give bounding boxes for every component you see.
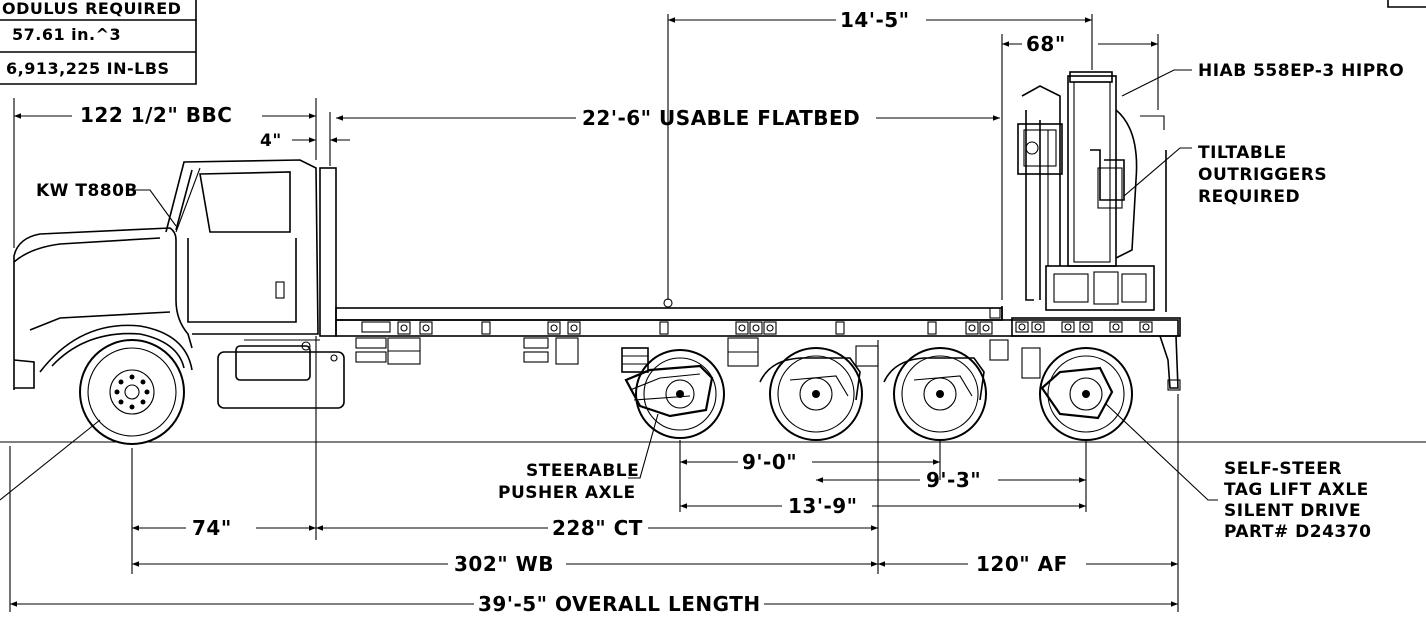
drive-axle-2 (883, 347, 987, 441)
crane-model-label: HIAB 558EP-3 HIPRO (1198, 61, 1404, 81)
outriggers-line-1: TILTABLE (1198, 143, 1287, 163)
tag-line-1: SELF-STEER (1224, 459, 1342, 479)
truck-cab (13, 159, 345, 409)
dim-overall-length: 39'-5" OVERALL LENGTH (478, 592, 761, 616)
dim-axle-9-3: 9'-3" (926, 468, 981, 492)
front-wheel (79, 339, 185, 445)
outriggers-line-3: REQUIRED (1198, 187, 1300, 207)
drive-axle-1 (759, 347, 863, 441)
tag-line-2: TAG LIFT AXLE (1224, 480, 1369, 500)
outriggers-line-2: OUTRIGGERS (1198, 165, 1327, 185)
dim-crane-position: 14'-5" (840, 8, 910, 32)
pusher-axle-label: STEERABLE PUSHER AXLE (498, 461, 639, 503)
outriggers-label: TILTABLE OUTRIGGERS REQUIRED (1198, 143, 1327, 207)
flatbed (319, 167, 1179, 367)
dim-axle-9-0: 9'-0" (742, 450, 797, 474)
spec-box: ODULUS REQUIRED 57.61 in.^3 6,913,225 IN… (0, 0, 197, 85)
cab-model-label: KW T880B (36, 181, 138, 201)
tag-axle-label: SELF-STEER TAG LIFT AXLE SILENT DRIVE PA… (1224, 459, 1371, 542)
spec-box-line1: ODULUS REQUIRED (2, 0, 181, 18)
dim-wheelbase: 302" WB (454, 552, 554, 576)
leader-lines (0, 69, 1218, 501)
dimension-lines (9, 14, 1179, 612)
spec-box-line2: 57.61 in.^3 (12, 25, 121, 44)
crane (1011, 71, 1181, 337)
tag-axle (1021, 335, 1181, 441)
tag-line-3: SILENT DRIVE (1224, 501, 1361, 521)
dim-axle-13-9: 13'-9" (788, 494, 858, 518)
spec-box-line3: 6,913,225 IN-LBS (6, 59, 170, 78)
dim-front-74: 74" (192, 516, 232, 540)
dim-usable-flatbed: 22'-6" USABLE FLATBED (582, 106, 860, 130)
dim-cab-to-tandem: 228" CT (552, 516, 643, 540)
title-block-corner (1387, 0, 1426, 8)
pusher-line-2: PUSHER AXLE (498, 483, 636, 503)
dim-gap: 4" (260, 131, 282, 151)
dim-bbc: 122 1/2" BBC (80, 103, 232, 127)
dim-after-frame: 120" AF (976, 552, 1068, 576)
tag-line-4: PART# D24370 (1224, 522, 1371, 542)
pusher-line-1: STEERABLE (526, 461, 639, 481)
pusher-axle (621, 347, 725, 439)
dim-crane-width: 68" (1026, 32, 1066, 56)
